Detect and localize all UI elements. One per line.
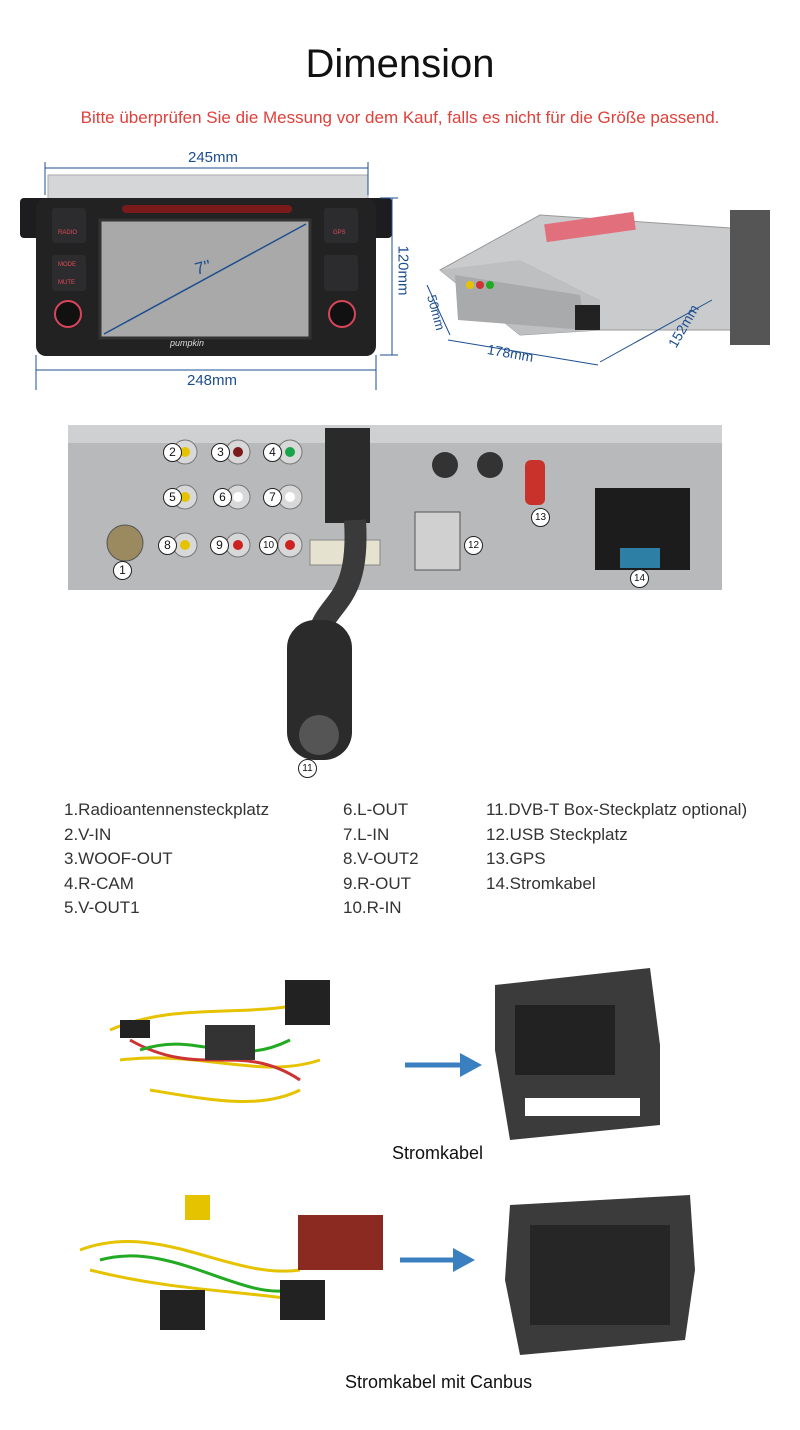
width-top-label: 245mm: [188, 149, 239, 166]
power-connector-image: [495, 968, 660, 1140]
port-item: 1.Radioantennensteckplatz: [64, 800, 270, 819]
port-item: 4.R-CAM: [64, 873, 134, 893]
arrow-icon: [405, 1053, 482, 1077]
mode-button: MODE: [58, 262, 76, 268]
port-item: 9.R-OUT: [343, 873, 411, 893]
port-item: 2.V-IN: [64, 824, 112, 844]
callout-13: 13: [531, 508, 550, 527]
callout-1: 1: [113, 561, 132, 580]
callout-7: 7: [263, 488, 282, 507]
callout-9: 9: [210, 536, 229, 555]
dimension-lines: [35, 162, 398, 390]
port-list-col2: 6.L-OUT 7.L-IN 8.V-OUT2 9.R-OUT 10.R-IN: [343, 798, 419, 921]
callout-3: 3: [211, 443, 230, 462]
port-item: 12.USB Steckplatz: [486, 824, 628, 844]
power-cable-caption: Stromkabel: [392, 1143, 484, 1163]
page-title: Dimension: [305, 42, 495, 86]
arrow-icon: [400, 1248, 475, 1272]
port-item: 8.V-OUT2: [343, 849, 419, 868]
port-item: 3.WOOF-OUT: [64, 849, 173, 868]
callout-10: 10: [259, 536, 278, 555]
port-list-col3: 11.DVB-T Box-Steckplatz optional) 12.USB…: [486, 798, 747, 896]
callout-14: 14: [630, 569, 649, 588]
callout-8: 8: [158, 536, 177, 555]
port-item: 6.L-OUT: [343, 800, 409, 819]
brand-logo: pumpkin: [170, 338, 205, 348]
port-item: 11.DVB-T Box-Steckplatz optional): [486, 800, 748, 819]
front-unit-image: [20, 174, 392, 356]
callout-4: 4: [263, 443, 282, 462]
port-item: 14.Stromkabel: [486, 873, 596, 893]
back-panel-image: [68, 425, 722, 760]
port-list-col1: 1.Radioantennensteckplatz 2.V-IN 3.WOOF-…: [64, 798, 269, 921]
height-label: 120mm: [394, 245, 412, 296]
port-item: 5.V-OUT1: [64, 898, 140, 917]
port-item: 10.R-IN: [343, 898, 402, 917]
power-cable-image: [109, 980, 330, 1103]
side-unit-image: [439, 210, 770, 345]
callout-5: 5: [163, 488, 182, 507]
canbus-cable-image: [79, 1195, 383, 1330]
width-bottom-label: 248mm: [187, 372, 238, 389]
radio-button: RADIO: [58, 230, 78, 236]
mute-button: MUTE: [58, 280, 75, 286]
callout-12: 12: [464, 536, 483, 555]
callout-6: 6: [213, 488, 232, 507]
canbus-cable-caption: Stromkabel mit Canbus: [345, 1372, 533, 1392]
gps-button: GPS: [333, 230, 346, 236]
port-item: 13.GPS: [486, 849, 546, 868]
callout-11: 11: [298, 759, 317, 778]
size-warning: Bitte überprüfen Sie die Messung vor dem…: [80, 108, 720, 127]
port-item: 7.L-IN: [343, 824, 390, 844]
callout-2: 2: [163, 443, 182, 462]
canbus-connector-image: [505, 1195, 695, 1355]
